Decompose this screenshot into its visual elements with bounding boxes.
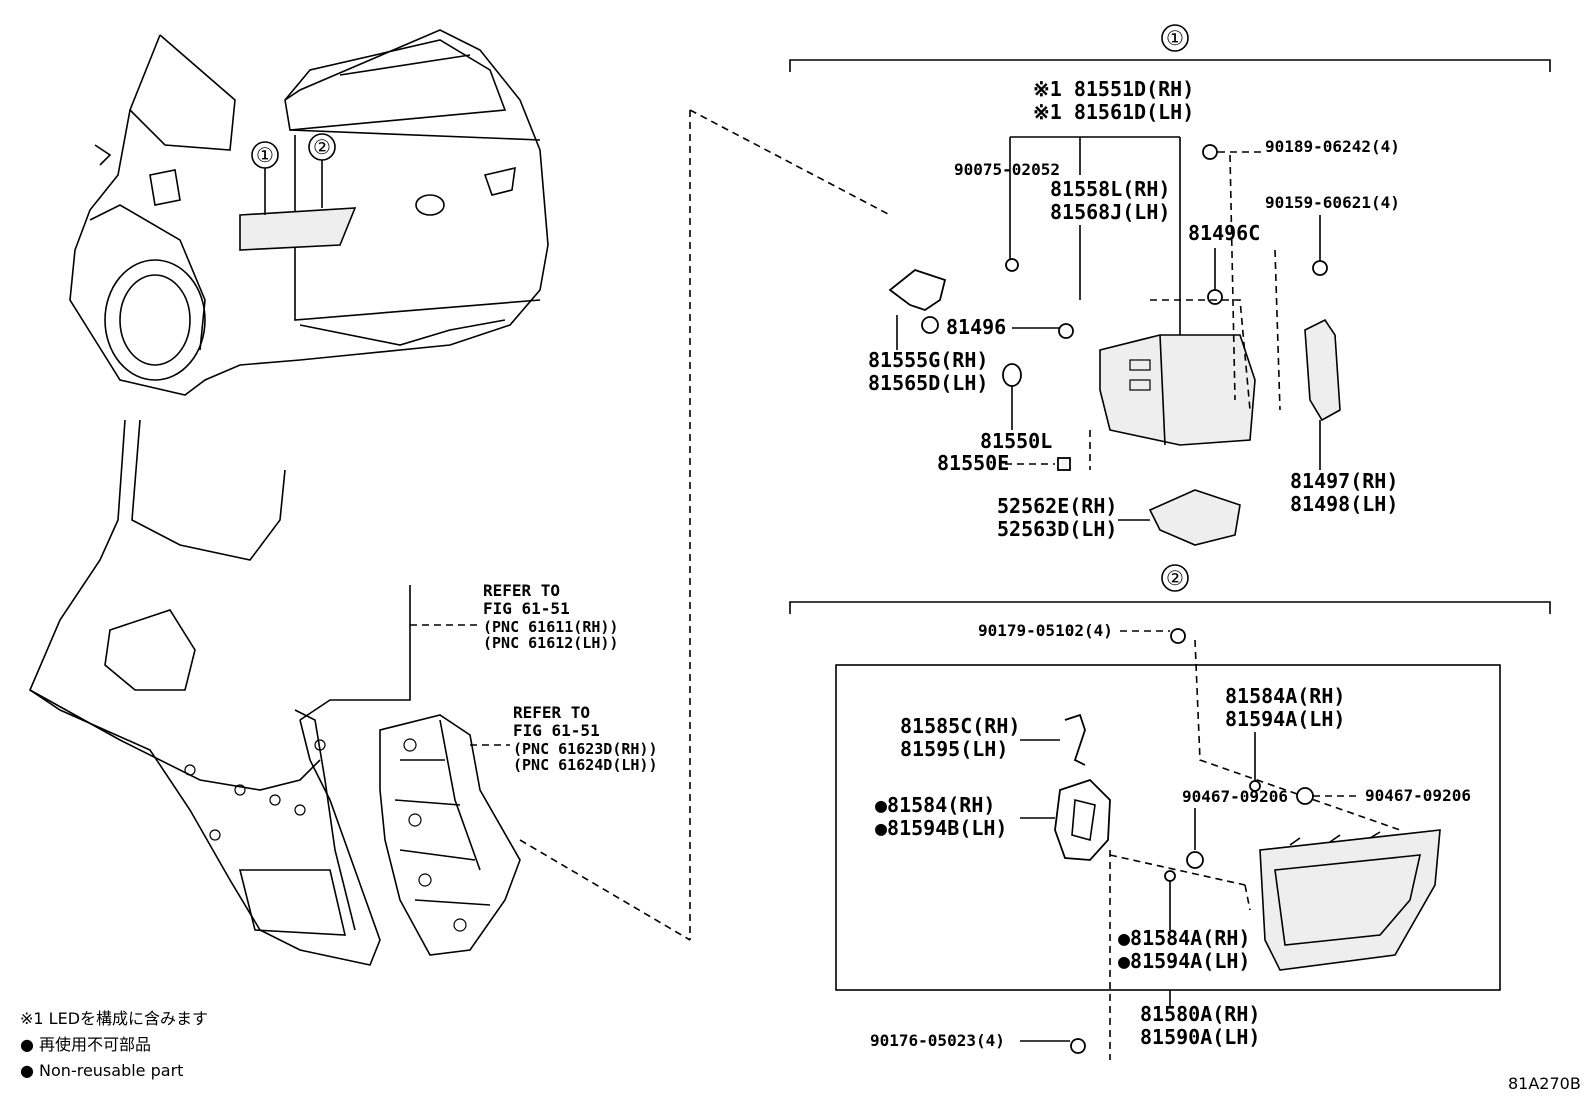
svg-text:81584A(RH): 81584A(RH) (1225, 684, 1345, 708)
svg-text:90179-05102(4): 90179-05102(4) (978, 621, 1113, 640)
svg-text:90467-09206: 90467-09206 (1182, 787, 1288, 806)
svg-text:81595(LH): 81595(LH) (900, 737, 1008, 761)
vehicle-callout-1: ① (251, 141, 279, 215)
svg-text:①: ① (256, 143, 274, 167)
svg-text:90189-06242(4): 90189-06242(4) (1265, 137, 1400, 156)
svg-text:(PNC 61624D(LH)): (PNC 61624D(LH)) (513, 756, 658, 774)
svg-text:90075-02052: 90075-02052 (954, 160, 1060, 179)
svg-text:●81584(RH): ●81584(RH) (875, 793, 995, 817)
svg-text:81555G(RH): 81555G(RH) (868, 348, 988, 372)
leader-vehicle-to-group2 (519, 839, 691, 941)
figure-id: 81A270B (1508, 1074, 1581, 1093)
svg-text:※1 81551D(RH): ※1 81551D(RH) (1033, 77, 1194, 101)
vehicle-rear-illustration (69, 29, 549, 396)
svg-text:81497(RH): 81497(RH) (1290, 469, 1398, 493)
leader-vehicle-to-group1 (689, 109, 891, 216)
svg-text:81496C: 81496C (1188, 221, 1260, 245)
svg-text:(PNC 61612(LH)): (PNC 61612(LH)) (483, 634, 618, 652)
group-1-parts: ※1 81551D(RH) ※1 81561D(LH) 90075-02052 … (868, 77, 1400, 546)
svg-text:●81594A(LH): ●81594A(LH) (1118, 949, 1250, 973)
svg-text:81498(LH): 81498(LH) (1290, 492, 1398, 516)
svg-text:FIG 61-51: FIG 61-51 (513, 721, 600, 740)
svg-text:※1 81561D(LH): ※1 81561D(LH) (1033, 100, 1194, 124)
vehicle-callout-2: ② (308, 133, 336, 208)
svg-text:(PNC 61611(RH)): (PNC 61611(RH)) (483, 618, 618, 636)
inner-panel-illustration (379, 714, 521, 956)
svg-text:●81594B(LH): ●81594B(LH) (875, 816, 1007, 840)
svg-text:REFER TO: REFER TO (483, 581, 560, 600)
group-2-header: ② (789, 564, 1551, 614)
refer-block-2: REFER TO FIG 61-51 (PNC 61623D(RH)) (PNC… (470, 703, 658, 774)
svg-text:81590A(LH): 81590A(LH) (1140, 1025, 1260, 1049)
group-1-header: ① (789, 24, 1551, 72)
svg-text:81580A(RH): 81580A(RH) (1140, 1002, 1260, 1026)
svg-text:②: ② (313, 135, 331, 159)
svg-text:81550E: 81550E (937, 451, 1009, 475)
legend: ※1 LEDを構成に含みます ● 再使用不可部品 ● Non-reusable … (20, 1009, 208, 1080)
svg-text:90176-05023(4): 90176-05023(4) (870, 1031, 1005, 1050)
svg-text:FIG 61-51: FIG 61-51 (483, 599, 570, 618)
svg-text:81565D(LH): 81565D(LH) (868, 371, 988, 395)
svg-text:81568J(LH): 81568J(LH) (1050, 200, 1170, 224)
svg-text:REFER TO: REFER TO (513, 703, 590, 722)
svg-text:81558L(RH): 81558L(RH) (1050, 177, 1170, 201)
svg-text:81496: 81496 (946, 315, 1006, 339)
svg-text:52562E(RH): 52562E(RH) (997, 494, 1117, 518)
svg-text:● 再使用不可部品: ● 再使用不可部品 (20, 1035, 151, 1054)
svg-text:81550L: 81550L (980, 429, 1052, 453)
svg-text:90159-60621(4): 90159-60621(4) (1265, 193, 1400, 212)
svg-text:90467-09206: 90467-09206 (1365, 786, 1471, 805)
svg-text:①: ① (1166, 26, 1184, 50)
svg-text:(PNC 61623D(RH)): (PNC 61623D(RH)) (513, 740, 658, 758)
refer-block-1: REFER TO FIG 61-51 (PNC 61611(RH)) (PNC … (410, 581, 618, 652)
svg-text:81585C(RH): 81585C(RH) (900, 714, 1020, 738)
svg-text:②: ② (1166, 566, 1184, 590)
svg-text:52563D(LH): 52563D(LH) (997, 517, 1117, 541)
quarter-panel-illustration (29, 419, 411, 966)
group-2-parts: 90179-05102(4) 81584A(RH) 81594A(LH) 815… (835, 621, 1501, 1060)
group-2-inset-frame (835, 664, 1501, 991)
svg-text:81594A(LH): 81594A(LH) (1225, 707, 1345, 731)
svg-text:● Non-reusable part: ● Non-reusable part (20, 1061, 183, 1080)
svg-text:※1 LEDを構成に含みます: ※1 LEDを構成に含みます (20, 1009, 208, 1028)
svg-text:●81584A(RH): ●81584A(RH) (1118, 926, 1250, 950)
